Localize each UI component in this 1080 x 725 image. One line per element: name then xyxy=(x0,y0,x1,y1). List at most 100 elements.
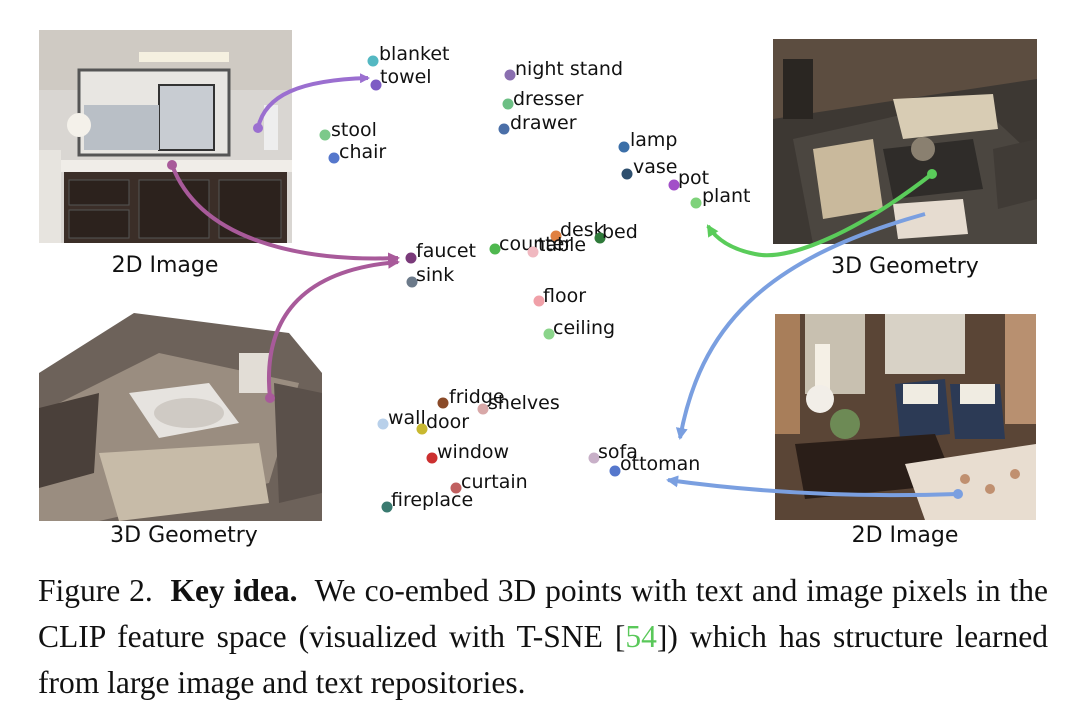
point-counter-dot xyxy=(489,243,501,255)
point-plant-dot xyxy=(690,197,702,209)
point-vase-label: vase xyxy=(633,156,677,178)
point-lamp-label: lamp xyxy=(630,129,678,151)
arrow-faucet-from-2d-image xyxy=(170,164,400,265)
point-stool: stool xyxy=(319,119,377,141)
point-night-stand-label: night stand xyxy=(515,58,623,80)
point-floor-label: floor xyxy=(543,285,586,307)
point-shelves-label: shelves xyxy=(488,392,560,414)
point-desk: desk xyxy=(550,219,605,242)
point-curtain: curtain xyxy=(450,471,528,494)
point-towel: towel xyxy=(370,66,432,91)
living-room-2d-image xyxy=(775,314,1036,520)
point-chair-dot xyxy=(328,152,340,164)
point-bed: bed xyxy=(594,221,638,244)
point-stool-dot xyxy=(319,129,331,141)
point-vase: vase xyxy=(621,156,677,180)
top-right-image-caption: 3D Geometry xyxy=(831,254,979,279)
point-pot: pot xyxy=(668,167,709,191)
arrow-faucet-from-3d-geometry xyxy=(267,256,400,399)
point-curtain-dot xyxy=(450,482,462,494)
point-towel-dot xyxy=(370,79,382,91)
tsne-embedding-plot: blanket towel stool chair night stand dr… xyxy=(167,43,963,513)
bottom-left-image-caption: 3D Geometry xyxy=(110,523,258,548)
arrow-towel-from-2d-image xyxy=(256,73,370,129)
caption-text-1: We co-embed 3D points with text and imag… xyxy=(38,573,1049,654)
arrow-origin-ottoman-2d xyxy=(953,489,963,499)
point-fireplace-label: fireplace xyxy=(391,489,473,511)
point-towel-label: towel xyxy=(380,66,432,88)
point-blanket-label: blanket xyxy=(379,43,450,65)
point-fireplace: fireplace xyxy=(381,489,473,513)
point-desk-label: desk xyxy=(560,219,605,241)
arrow-origin-faucet-2d xyxy=(167,160,177,170)
point-vase-dot xyxy=(621,168,633,180)
point-chair: chair xyxy=(328,141,386,164)
point-counter: counter xyxy=(489,233,572,255)
point-floor: floor xyxy=(533,285,586,307)
point-table: table xyxy=(527,234,586,258)
point-door-label: door xyxy=(426,411,469,433)
point-ottoman-dot xyxy=(609,465,621,477)
point-sink-label: sink xyxy=(416,264,454,286)
point-curtain-label: curtain xyxy=(461,471,528,493)
caption-text-2: ]) which has structure learned from larg… xyxy=(38,619,1049,700)
point-sofa-label: sofa xyxy=(598,441,638,463)
point-ceiling-dot xyxy=(543,328,555,340)
point-floor-dot xyxy=(533,295,545,307)
point-blanket: blanket xyxy=(367,43,450,67)
point-blanket-dot xyxy=(367,55,379,67)
figure-number: Figure 2. xyxy=(38,573,153,608)
point-sink: sink xyxy=(406,264,454,288)
arrow-ottoman-from-2d-image xyxy=(666,475,959,498)
top-left-image-caption: 2D Image xyxy=(111,253,219,278)
point-fridge-label: fridge xyxy=(449,386,505,408)
point-drawer-label: drawer xyxy=(510,112,577,134)
living-room-3d-geometry xyxy=(773,39,1037,244)
point-fridge-dot xyxy=(437,397,449,409)
point-stool-label: stool xyxy=(331,119,377,141)
point-counter-label: counter xyxy=(499,233,572,255)
citation-link[interactable]: 54 xyxy=(625,619,657,654)
arrow-origin-faucet-3d xyxy=(265,393,275,403)
point-wall-dot xyxy=(377,418,389,430)
arrow-origin-towel xyxy=(253,123,263,133)
point-shelves: shelves xyxy=(477,392,560,415)
point-fridge: fridge xyxy=(437,386,505,409)
point-bed-label: bed xyxy=(602,221,638,243)
point-night-stand: night stand xyxy=(504,58,623,81)
point-lamp: lamp xyxy=(618,129,678,153)
point-pot-dot xyxy=(668,179,680,191)
point-lamp-dot xyxy=(618,141,630,153)
arrow-origin-plant xyxy=(927,169,937,179)
point-wall: wall xyxy=(377,407,426,430)
point-ceiling-label: ceiling xyxy=(553,317,615,339)
arrow-ottoman-from-3d-geometry xyxy=(675,212,926,440)
point-chair-label: chair xyxy=(339,141,386,163)
point-shelves-dot xyxy=(477,403,489,415)
point-sofa-dot xyxy=(588,452,600,464)
point-door-dot xyxy=(416,423,428,435)
point-dresser-label: dresser xyxy=(513,88,584,110)
point-plant: plant xyxy=(690,185,750,209)
point-window: window xyxy=(426,441,509,464)
point-door: door xyxy=(416,411,469,435)
figure-title: Key idea. xyxy=(170,573,298,608)
point-desk-dot xyxy=(550,230,562,242)
point-drawer: drawer xyxy=(498,112,577,135)
arrow-plant-from-3d-geometry xyxy=(706,172,934,258)
point-wall-label: wall xyxy=(388,407,426,429)
point-fireplace-dot xyxy=(381,501,393,513)
point-night-stand-dot xyxy=(504,69,516,81)
point-faucet-label: faucet xyxy=(416,240,476,262)
point-ceiling: ceiling xyxy=(543,317,615,340)
point-sink-dot xyxy=(406,276,418,288)
point-dresser: dresser xyxy=(502,88,584,110)
point-table-dot xyxy=(527,246,539,258)
point-faucet-dot xyxy=(405,252,417,264)
point-table-label: table xyxy=(538,234,586,256)
point-bed-dot xyxy=(594,232,606,244)
bathroom-3d-geometry xyxy=(39,313,322,521)
point-faucet: faucet xyxy=(405,240,476,264)
point-drawer-dot xyxy=(498,123,510,135)
point-pot-label: pot xyxy=(678,167,709,189)
